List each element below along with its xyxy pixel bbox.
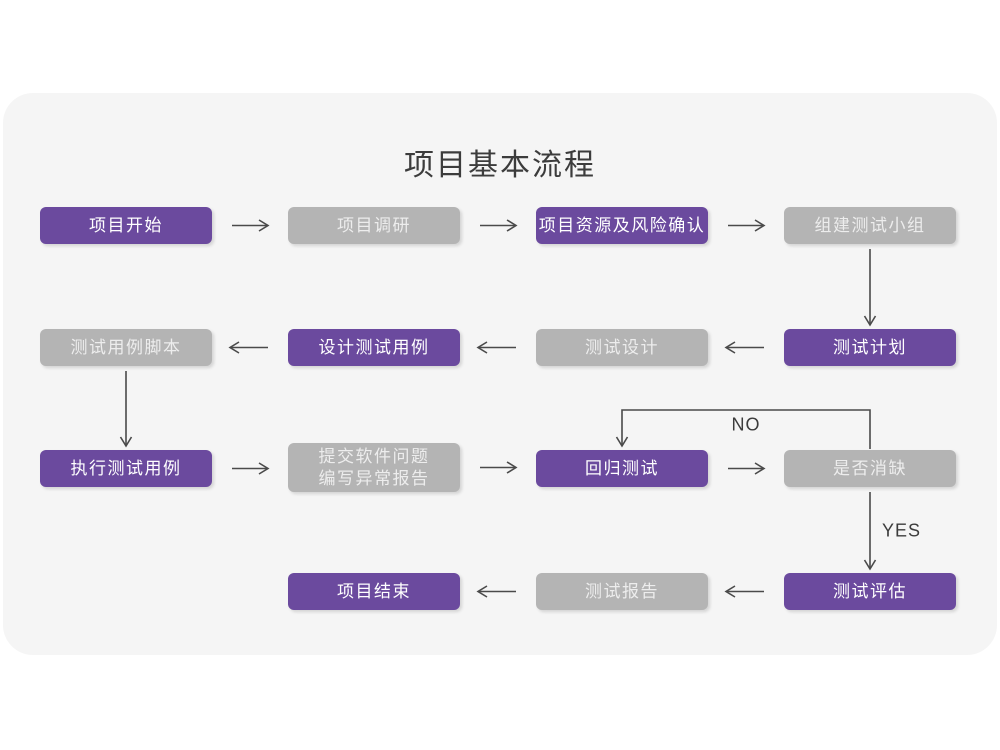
edge-label-yes: YES — [882, 520, 922, 540]
flow-node-submit-report: 提交软件问题 编写异常报告 — [288, 443, 460, 492]
flowchart-card — [3, 93, 997, 655]
flow-node-case-script: 测试用例脚本 — [40, 329, 212, 366]
flow-node-project-end: 项目结束 — [288, 573, 460, 610]
flow-node-build-team: 组建测试小组 — [784, 207, 956, 244]
flow-node-test-evaluate: 测试评估 — [784, 573, 956, 610]
flow-node-resource-risk: 项目资源及风险确认 — [536, 207, 708, 244]
flow-node-design-case: 设计测试用例 — [288, 329, 460, 366]
flow-node-project-start: 项目开始 — [40, 207, 212, 244]
edge-label-no: NO — [731, 414, 761, 435]
diagram-title: 项目基本流程 — [404, 149, 596, 182]
flow-node-test-design: 测试设计 — [536, 329, 708, 366]
flow-node-defect-check: 是否消缺 — [784, 450, 956, 487]
flow-node-test-plan: 测试计划 — [784, 329, 956, 366]
flow-node-regression: 回归测试 — [536, 450, 708, 487]
flow-node-project-research: 项目调研 — [288, 207, 460, 244]
flow-node-test-report: 测试报告 — [536, 573, 708, 610]
flow-node-execute-case: 执行测试用例 — [40, 450, 212, 487]
